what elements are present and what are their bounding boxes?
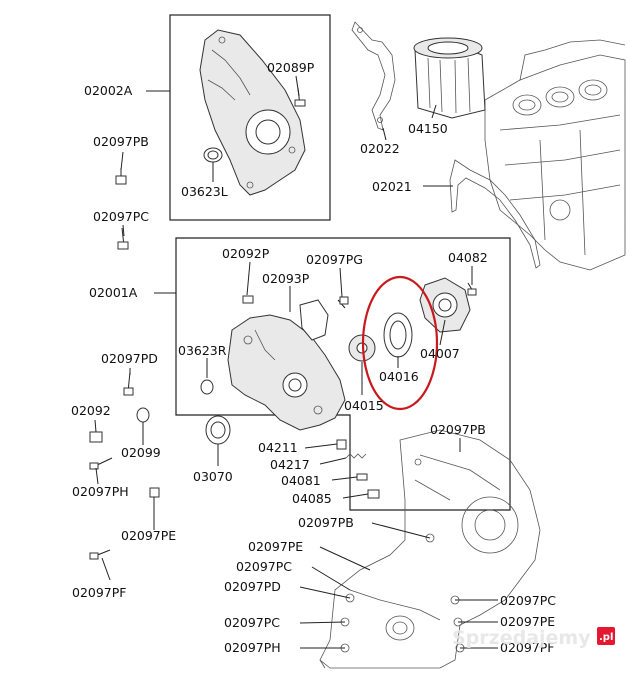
oil-pump-housing-drawing: [227, 314, 346, 431]
oil-filter-drawing: [413, 37, 486, 119]
label-04007: 04007: [420, 346, 460, 361]
bolt-02097pe-upper-drawing: [149, 487, 160, 498]
washer-02099-drawing: [136, 407, 150, 423]
plug-02092-drawing: [89, 431, 103, 443]
label-02097pb-3: 02097PB: [298, 515, 354, 530]
highlight-circle: [361, 275, 439, 411]
seal-03623r-drawing: [200, 379, 214, 395]
watermark-suffix: .pl: [599, 632, 613, 643]
label-04217: 04217: [270, 457, 310, 472]
plunger-04211-drawing: [336, 439, 347, 450]
seal-03070-drawing: [205, 415, 231, 445]
bolt-02097ph-upper-drawing: [89, 457, 113, 470]
label-02092: 02092: [71, 403, 111, 418]
pump-cover-04007-drawing: [419, 277, 471, 333]
label-02097pb-1: 02097PB: [93, 134, 149, 149]
label-02093p: 02093P: [262, 271, 310, 286]
bolt-02097pc-upper-drawing: [117, 227, 129, 250]
pump-plate-drawing: [299, 299, 329, 341]
gasket-02021-drawing: [449, 159, 541, 269]
oil-pump-frame: [175, 237, 511, 511]
bolt-02097pf-upper-drawing: [89, 549, 111, 560]
label-02097pc-3: 02097PC: [224, 615, 280, 630]
gasket-02022-drawing: [351, 21, 396, 131]
label-02097pf-2: 02097PF: [500, 640, 555, 655]
bolt-02089p-drawing: [294, 87, 306, 107]
plug-04085-drawing: [367, 489, 380, 499]
watermark-badge-icon: [597, 627, 615, 645]
seal-03623l-drawing: [203, 147, 223, 163]
label-02021: 02021: [372, 179, 412, 194]
label-02097pe-1: 02097PE: [121, 528, 176, 543]
label-02097pe-2: 02097PE: [248, 539, 303, 554]
label-02097ph-1: 02097PH: [72, 484, 129, 499]
label-03623l: 03623L: [181, 184, 228, 199]
label-02097pb-2: 02097PB: [430, 422, 486, 437]
label-04150: 04150: [408, 121, 448, 136]
label-04082: 04082: [448, 250, 488, 265]
spring-04217-drawing: [345, 453, 367, 459]
label-04015: 04015: [344, 398, 384, 413]
bolt-02097pb-upper-drawing: [115, 168, 127, 185]
label-02097pc-4: 02097PC: [500, 593, 556, 608]
label-02097pd-2: 02097PD: [224, 579, 281, 594]
label-02097pf: 02097PF: [72, 585, 127, 600]
label-02089p: 02089P: [267, 60, 315, 75]
plug-02092p-drawing: [242, 295, 254, 304]
label-03070: 03070: [193, 469, 233, 484]
bolt-04082-drawing: [467, 282, 477, 296]
gasket-04081-drawing: [356, 473, 368, 481]
label-02097pc-2: 02097PC: [236, 559, 292, 574]
timing-cover-drawing: [199, 29, 306, 196]
label-02097pg: 02097PG: [306, 252, 363, 267]
label-02097pc-1: 02097PC: [93, 209, 149, 224]
label-02092p: 02092P: [222, 246, 270, 261]
rotor-04016-drawing: [383, 312, 413, 358]
label-02001a: 02001A: [89, 285, 138, 300]
engine-block-drawing: [484, 39, 626, 271]
label-02097ph-2: 02097PH: [224, 640, 281, 655]
label-03623r: 03623R: [178, 343, 227, 358]
watermark-text: Sprzedajemy: [452, 627, 591, 649]
bolt-02097pd-upper-drawing: [123, 371, 134, 396]
lower-assembly-drawing: [319, 429, 541, 669]
label-02099: 02099: [121, 445, 161, 460]
leader-lines: [94, 75, 498, 649]
label-02022: 02022: [360, 141, 400, 156]
label-04081: 04081: [281, 473, 321, 488]
label-04211: 04211: [258, 440, 298, 455]
label-04016: 04016: [379, 369, 419, 384]
watermark: Sprzedajemy .pl: [452, 627, 615, 649]
label-02002a: 02002A: [84, 83, 133, 98]
part-labels: 02002A 02089P 02097PB 03623L 02097PC 020…: [71, 60, 556, 655]
timing-cover-frame: [169, 14, 331, 221]
label-02097pd-1: 02097PD: [101, 351, 158, 366]
label-04085: 04085: [292, 491, 332, 506]
bolt-02097pg-drawing: [337, 296, 349, 309]
label-02097pe-3: 02097PE: [500, 614, 555, 629]
